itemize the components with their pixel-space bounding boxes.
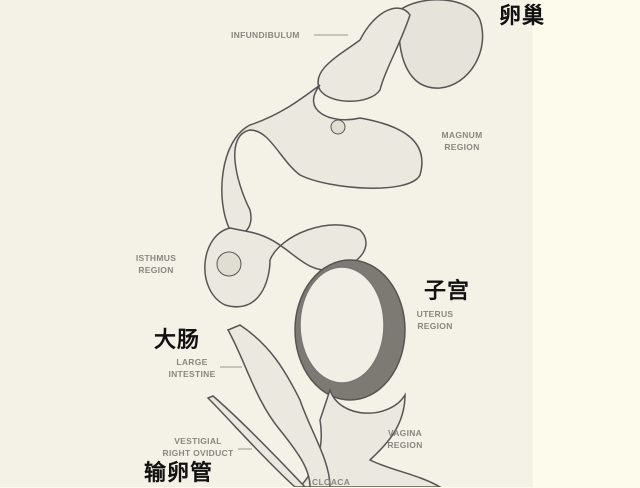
vestigial-oviduct-drawing [206, 395, 307, 487]
label-line: Vestigial [174, 436, 222, 446]
isthmus-drawing [204, 224, 367, 308]
cloaca-label: Cloaca [312, 477, 351, 487]
label-line: Magnum [441, 130, 483, 140]
infundibulum-label: Infundibulum [231, 30, 300, 40]
large-intestine-label: LargeIntestine [162, 356, 222, 380]
label-line: Region [387, 440, 423, 450]
infundibulum-drawing [317, 7, 411, 102]
label-line: Right Oviduct [162, 448, 234, 458]
magnum-drawing [221, 84, 423, 235]
label-line: Region [444, 142, 480, 152]
vestigial-right-oviduct-label: VestigialRight Oviduct [160, 435, 236, 459]
label-line: Large [176, 357, 208, 367]
label-line: Vagina [387, 428, 423, 438]
label-line: Intestine [168, 369, 216, 379]
magnum-region-label: MagnumRegion [436, 129, 488, 153]
ovary-drawing [398, 0, 484, 89]
isthmus-region-label: IsthmusRegion [130, 252, 182, 276]
label-line: Region [138, 265, 174, 275]
ovary-chinese-label: 卵巢 [499, 4, 546, 29]
uterus-chinese-label: 子宫 [424, 279, 471, 304]
label-line: Uterus [416, 309, 454, 319]
uterus-region-label: UterusRegion [410, 308, 460, 332]
large-intestine-chinese-label: 大肠 [154, 328, 201, 353]
large-intestine-drawing [226, 324, 331, 487]
label-line: Region [417, 321, 453, 331]
oviduct-chinese-label: 输卵管 [144, 461, 214, 486]
vagina-region-label: VaginaRegion [380, 427, 430, 451]
label-line: Isthmus [135, 253, 177, 263]
